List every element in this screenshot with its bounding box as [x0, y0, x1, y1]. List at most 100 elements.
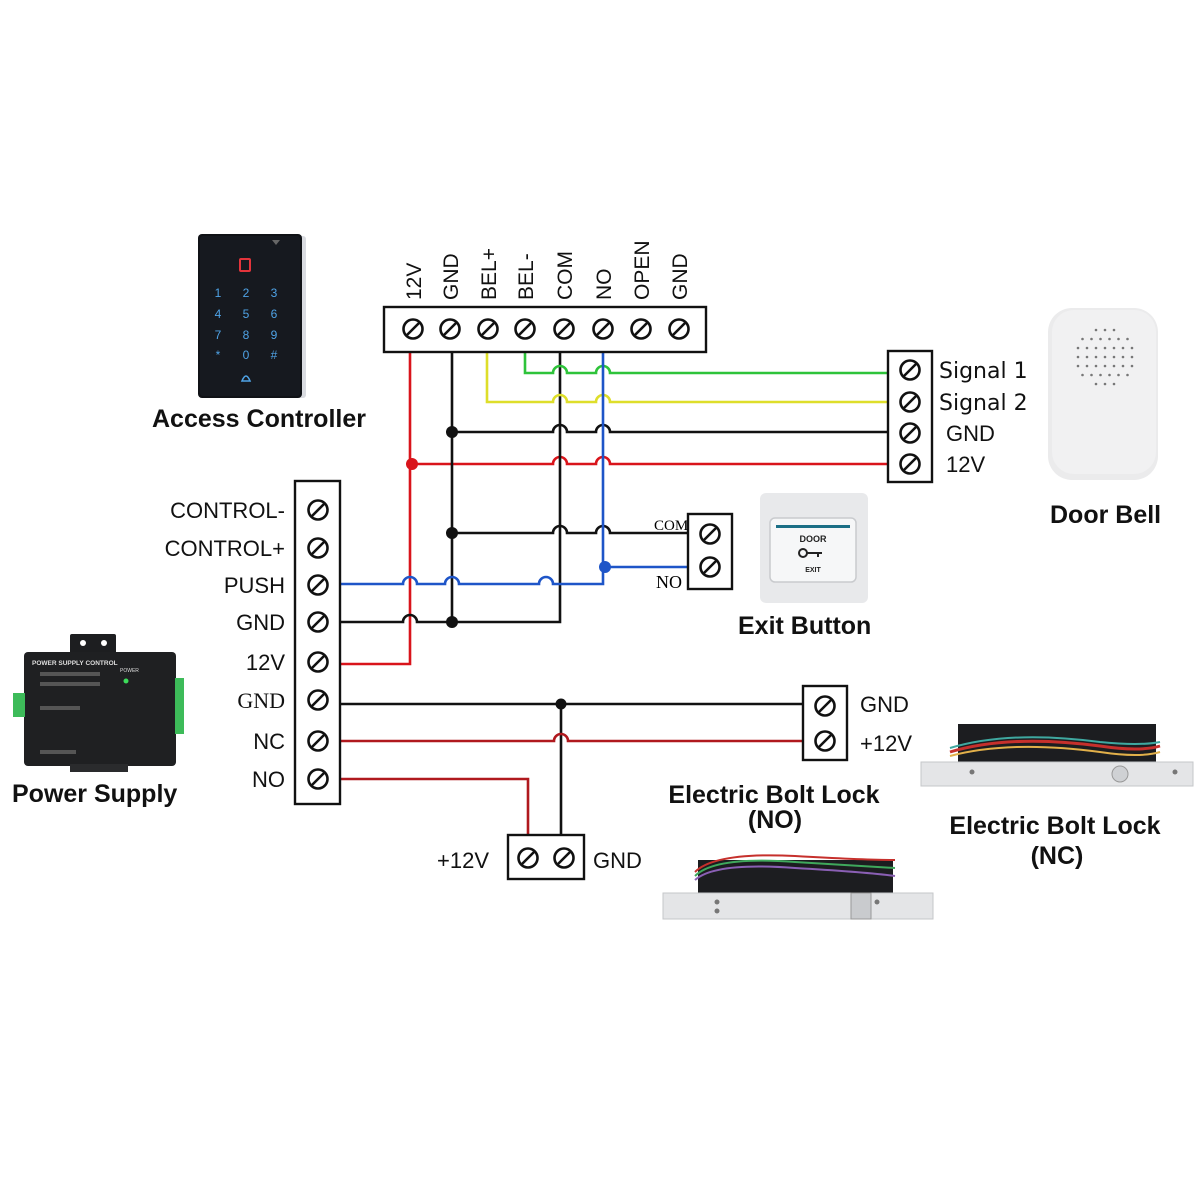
bolt-lock-nc-subtitle: (NC) [1031, 842, 1084, 870]
bolt-lock-no-device-image [662, 854, 934, 920]
keypad-keys: 1 2 3 4 5 6 7 8 9 * 0 # [215, 286, 278, 362]
exit-button-device-image: DOOR EXIT [760, 493, 868, 603]
psu-terminal-block [293, 479, 342, 806]
junction-dot [599, 561, 611, 573]
wire-12v-red [340, 352, 412, 666]
wire-no-blue [340, 352, 605, 586]
screw-terminal [899, 453, 921, 475]
keypad-key: 7 [215, 328, 222, 342]
wire-bel-minus-green [523, 352, 888, 375]
lock-no-12v-label: +12V [437, 848, 489, 873]
power-led-icon [123, 678, 129, 684]
screw-terminal [699, 556, 721, 578]
doorbell-terminal-label: Signal 2 [939, 391, 1028, 416]
bolt-lock-no-subtitle: (NO) [748, 806, 802, 834]
screw-terminal [307, 574, 329, 596]
exit-face-door-text: DOOR [800, 534, 828, 544]
keypad-key: 0 [243, 348, 250, 362]
psu-terminal-label: NC [253, 729, 285, 754]
psu-terminal-label: NO [252, 767, 285, 792]
bolt-lock-no: +12V GND Electric Bolt Lock (NO) [437, 781, 934, 920]
keypad-key: 4 [215, 307, 222, 321]
keypad-key: 8 [243, 328, 250, 342]
psu-terminal-label: CONTROL+ [165, 536, 285, 561]
bolt-lock-nc-device-image [920, 724, 1194, 787]
keypad-key: 2 [243, 286, 250, 300]
screw-terminal [517, 847, 539, 869]
screw-terminal [402, 318, 424, 340]
junction-dot [555, 698, 567, 710]
keypad-key: 3 [271, 286, 278, 300]
keypad-key: 1 [215, 286, 222, 300]
keypad-key: 9 [271, 328, 278, 342]
junction-dot [446, 426, 458, 438]
screw-terminal [307, 651, 329, 673]
junctions [406, 426, 611, 710]
lock-nc-12v-label: +12V [860, 731, 912, 756]
controller-terminal-label: GND [669, 253, 692, 300]
junction-dot [446, 616, 458, 628]
controller-terminal-label: 12V [403, 263, 426, 300]
wire-nc-red [340, 732, 803, 743]
screw-terminal [814, 695, 836, 717]
power-supply-title: Power Supply [12, 780, 177, 808]
wire-bell-gnd-black [452, 423, 888, 434]
wifi-icon [272, 240, 280, 245]
lock-no-gnd-label: GND [593, 848, 642, 873]
wires [340, 352, 888, 835]
access-controller-title: Access Controller [152, 405, 366, 433]
controller-terminal-label: COM [554, 251, 577, 300]
screw-terminal [899, 391, 921, 413]
bolt-lock-no-title: Electric Bolt Lock [668, 781, 879, 809]
screw-terminal [307, 768, 329, 790]
screw-terminal [307, 611, 329, 633]
wire-gnd-psu [340, 352, 562, 624]
wire-exit-com-black [452, 524, 688, 535]
screw-terminal [307, 499, 329, 521]
controller-terminal-label: BEL- [515, 253, 538, 300]
screw-terminal [514, 318, 536, 340]
wire-bell-12v-red [410, 455, 888, 466]
controller-terminal-label: NO [593, 269, 616, 301]
doorbell-device-image [1048, 308, 1158, 480]
keypad-key: 5 [243, 307, 250, 321]
psu-device-label: POWER SUPPLY CONTROL [32, 660, 118, 667]
screw-terminal [814, 730, 836, 752]
screw-terminal [307, 537, 329, 559]
psu-terminal-label: PUSH [224, 573, 285, 598]
keypad-key: # [271, 348, 278, 362]
exit-face-exit-text: EXIT [805, 567, 821, 574]
screw-terminal [668, 318, 690, 340]
exit-no-label: NO [656, 572, 682, 592]
screw-terminal [553, 318, 575, 340]
keypad-key: * [216, 348, 221, 362]
controller-terminal-label: OPEN [631, 240, 654, 300]
psu-terminal-label: GND [237, 688, 285, 713]
bolt-lock-nc: GND +12V Electric Bolt Lock (NC) [801, 684, 1194, 870]
screw-terminal [553, 847, 575, 869]
key-icon [798, 548, 822, 558]
psu-terminal-label: CONTROL- [170, 498, 285, 523]
screw-terminal [439, 318, 461, 340]
doorbell-terminal-label: Signal 1 [939, 359, 1028, 384]
keypad-device-image: 1 2 3 4 5 6 7 8 9 * 0 # [198, 234, 306, 398]
screw-terminal [477, 318, 499, 340]
screw-terminal [630, 318, 652, 340]
keypad-key: 6 [271, 307, 278, 321]
lock-nc-gnd-label: GND [860, 692, 909, 717]
doorbell-terminal-label: 12V [946, 452, 985, 477]
psu-terminal-label: GND [236, 610, 285, 635]
bell-key-icon [240, 375, 252, 382]
door-bell-title: Door Bell [1050, 501, 1161, 529]
speaker-grille [1076, 328, 1134, 386]
psu-power-label: POWER [120, 668, 139, 674]
screw-terminal [899, 359, 921, 381]
screw-terminal [699, 523, 721, 545]
screw-terminal [307, 689, 329, 711]
doorbell-terminal-label: GND [946, 421, 995, 446]
exit-button: COM NO DOOR EXIT Exit Button [654, 493, 871, 640]
controller-terminal-label: BEL+ [478, 248, 501, 300]
wire-bel-plus-yellow [485, 352, 888, 404]
psu-device-image: POWER SUPPLY CONTROL POWER [13, 634, 184, 772]
